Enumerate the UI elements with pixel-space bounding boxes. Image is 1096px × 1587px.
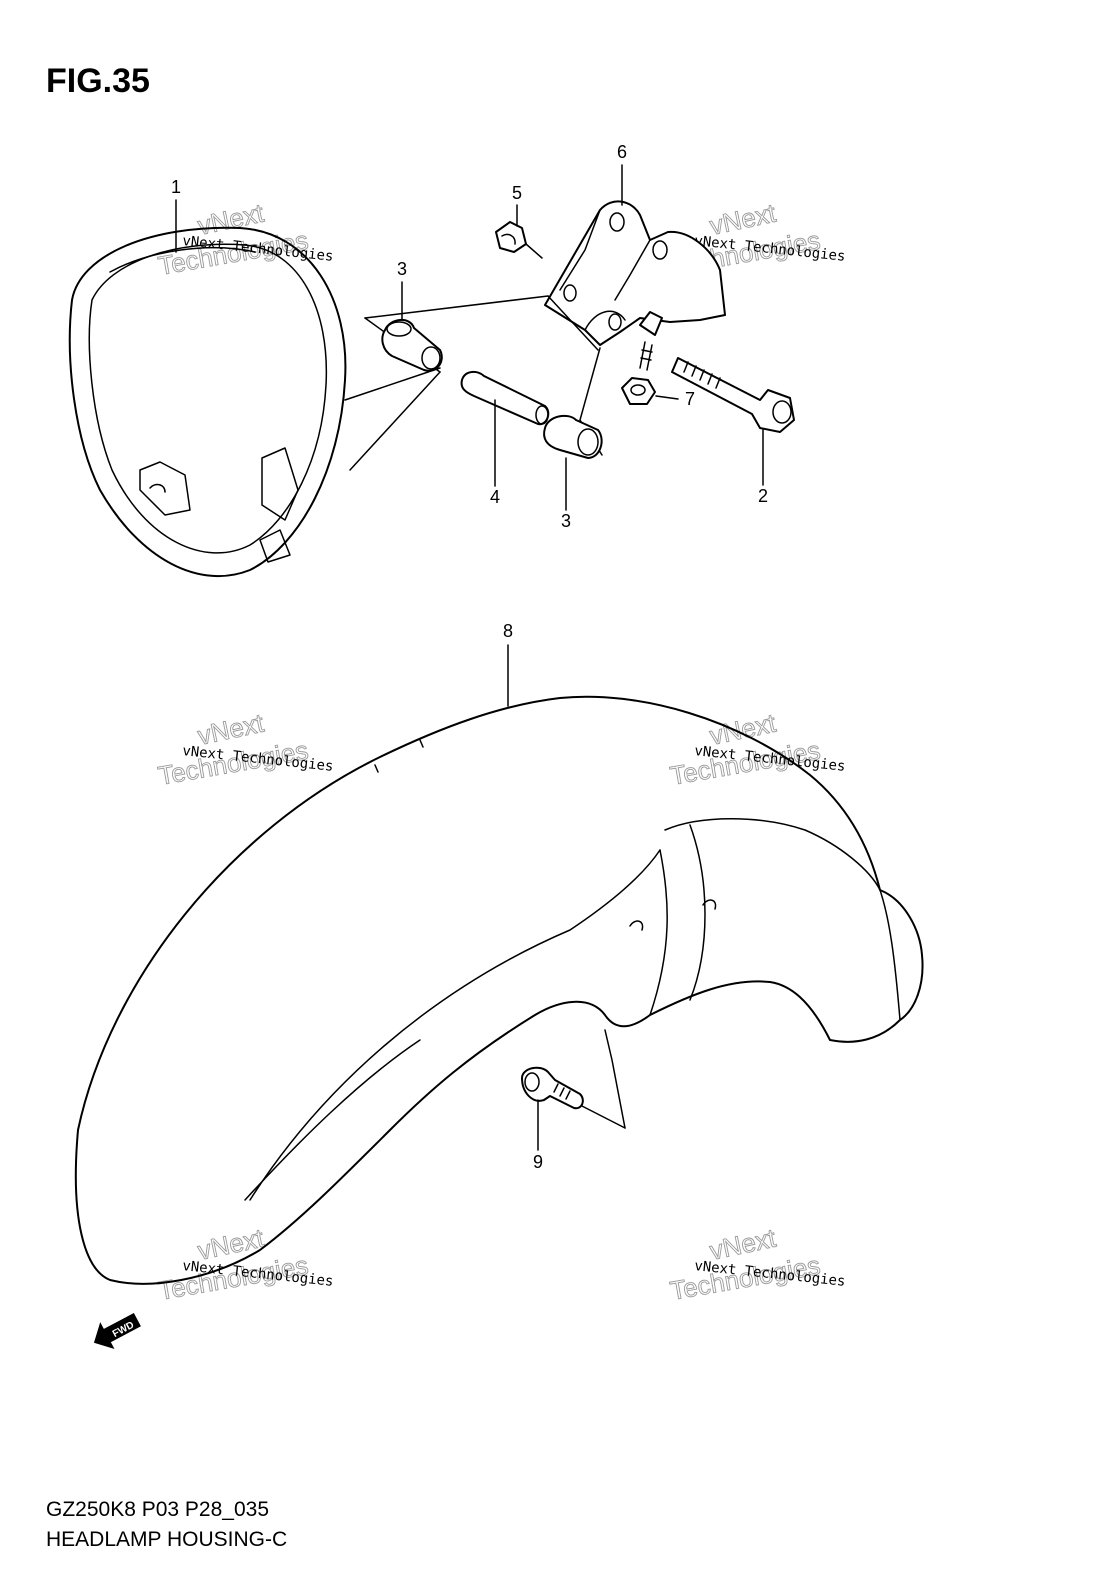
callout-9-number: 9 <box>533 1152 543 1172</box>
watermark-mid-right: vNext Technologies vNext Technologies <box>667 707 846 791</box>
model-code-label: GZ250K8 P03 P28_035 <box>46 1498 270 1521</box>
callout-6-number: 6 <box>617 142 627 162</box>
figure-title: FIG.35 <box>46 62 150 100</box>
forward-direction-arrow: FWD <box>93 1312 141 1349</box>
part-1-headlamp-housing <box>68 226 441 578</box>
callout-2: 2 <box>758 429 768 506</box>
callout-7: 7 <box>655 389 695 409</box>
part-8-front-fender <box>74 695 924 1285</box>
watermark-bottom-right: vNext Technologies vNext Technologies <box>667 1222 846 1306</box>
callout-1: 1 <box>171 177 181 253</box>
watermark-mid-left: vNext Technologies vNext Technologies <box>155 707 334 791</box>
section-name-label: HEADLAMP HOUSING-C <box>46 1528 288 1551</box>
callout-8: 8 <box>503 621 513 707</box>
callout-4: 4 <box>490 399 500 507</box>
part-5-grommet <box>495 221 543 259</box>
watermark-top-left: vNext Technologies vNext Technologies <box>155 197 334 281</box>
part-9-fender-bolt <box>521 1066 584 1110</box>
callout-1-number: 1 <box>171 177 181 197</box>
callout-group: 1 2 3 3 4 5 6 <box>171 142 768 1172</box>
callout-9: 9 <box>533 1099 543 1172</box>
callout-3-lower: 3 <box>561 457 571 531</box>
callout-4-number: 4 <box>490 487 500 507</box>
callout-8-number: 8 <box>503 621 513 641</box>
callout-7-number: 7 <box>685 389 695 409</box>
callout-6: 6 <box>617 142 627 206</box>
part-6-headlamp-bracket <box>364 200 726 456</box>
callout-3-lower-number: 3 <box>561 511 571 531</box>
fwd-arrow-label: FWD <box>111 1320 136 1340</box>
callout-5: 5 <box>512 183 522 227</box>
watermark-group: vNext Technologies vNext Technologies vN… <box>155 197 846 1306</box>
part-4-spacer-collar <box>460 370 550 426</box>
watermark-bottom-left: vNext Technologies vNext Technologies <box>155 1222 334 1306</box>
callout-2-number: 2 <box>758 486 768 506</box>
callout-3-upper: 3 <box>397 259 407 321</box>
part-3-bushing-lower <box>543 414 603 459</box>
callout-3-upper-number: 3 <box>397 259 407 279</box>
part-2-bolt <box>671 357 795 433</box>
part-7-flange-nut <box>621 377 656 405</box>
fwd-arrow-icon <box>93 1312 141 1349</box>
part-3-bushing-upper <box>381 319 443 372</box>
callout-5-number: 5 <box>512 183 522 203</box>
